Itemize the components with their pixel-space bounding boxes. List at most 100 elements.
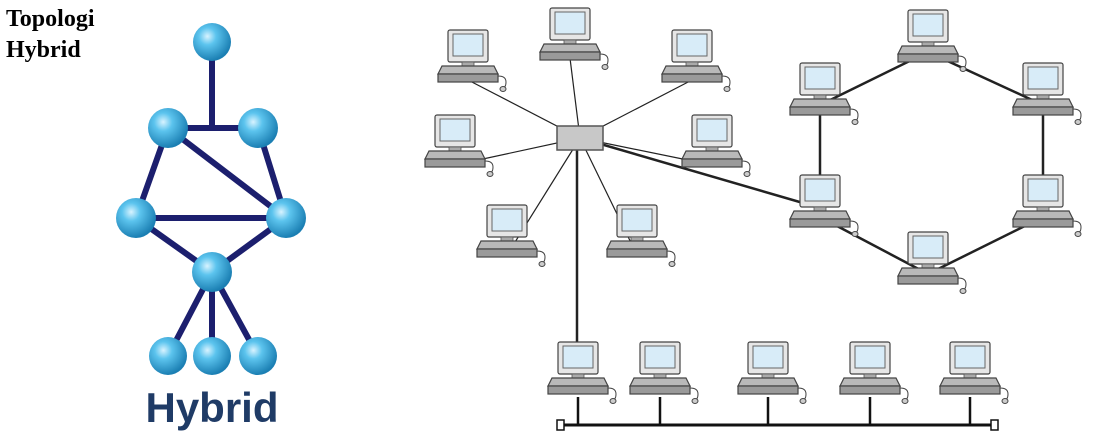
keyboard — [897, 53, 959, 63]
monitor-stand — [500, 236, 514, 242]
screen — [1027, 66, 1059, 90]
screen — [676, 33, 708, 57]
computer-case — [897, 45, 959, 55]
bus-computer — [629, 341, 699, 404]
computer-case — [737, 377, 799, 387]
mouse — [668, 261, 676, 267]
mouse — [959, 66, 967, 72]
keyboard — [1012, 106, 1074, 116]
keyboard — [629, 385, 691, 395]
ring-computer — [789, 174, 859, 237]
node-leaf-center — [193, 337, 231, 375]
icon-nodes — [116, 23, 306, 375]
screen — [854, 345, 886, 369]
node-upper-right — [238, 108, 278, 148]
mouse — [601, 64, 609, 70]
screen — [1027, 178, 1059, 202]
computer-case — [424, 150, 486, 160]
mouse — [499, 86, 507, 92]
screen — [752, 345, 784, 369]
mouse — [609, 398, 617, 404]
monitor-stand — [863, 373, 877, 379]
hub-ring-link — [579, 136, 811, 207]
star-link — [569, 57, 581, 139]
star-computer — [539, 7, 609, 70]
computer-case — [839, 377, 901, 387]
screen — [644, 345, 676, 369]
screen — [912, 13, 944, 37]
star-hub-group — [556, 125, 604, 151]
screen — [621, 208, 653, 232]
screen — [912, 235, 944, 259]
title-line-2: Hybrid — [6, 37, 81, 63]
mouse — [538, 261, 546, 267]
node-upper-left — [148, 108, 188, 148]
keyboard — [897, 275, 959, 285]
computer-case — [606, 240, 668, 250]
keyboard — [1012, 218, 1074, 228]
node-leaf-left — [149, 337, 187, 375]
node-middle-left — [116, 198, 156, 238]
screen — [954, 345, 986, 369]
keyboard — [547, 385, 609, 395]
mouse — [743, 171, 751, 177]
computer-case — [789, 210, 851, 220]
node-middle-right — [266, 198, 306, 238]
mouse — [799, 398, 807, 404]
computer-case — [939, 377, 1001, 387]
network-links — [454, 50, 1045, 346]
mouse — [901, 398, 909, 404]
screen — [439, 118, 471, 142]
screen — [554, 11, 586, 35]
page-title: Topologi Hybrid — [6, 4, 95, 66]
mouse — [1001, 398, 1009, 404]
keyboard — [476, 248, 538, 258]
bus-computer — [547, 341, 617, 404]
computer-case — [476, 240, 538, 250]
screen — [452, 33, 484, 57]
monitor-stand — [630, 236, 644, 242]
mouse — [723, 86, 731, 92]
keyboard — [939, 385, 1001, 395]
monitor-stand — [653, 373, 667, 379]
monitor-stand — [963, 373, 977, 379]
computer-case — [661, 65, 723, 75]
keyboard — [606, 248, 668, 258]
mouse — [1074, 119, 1082, 125]
monitor-stand — [1036, 206, 1050, 212]
keyboard — [539, 51, 601, 61]
keyboard — [661, 73, 723, 83]
ring-computer — [789, 62, 859, 125]
computer-case — [897, 267, 959, 277]
bus-computer — [737, 341, 807, 404]
hybrid-label: Hybrid — [145, 384, 278, 431]
star-computer — [424, 114, 494, 177]
monitor-stand — [813, 206, 827, 212]
monitor-stand — [705, 146, 719, 152]
node-leaf-right — [239, 337, 277, 375]
bus-backbone — [556, 397, 999, 431]
computer-case — [1012, 210, 1074, 220]
computer-case — [437, 65, 499, 75]
mouse — [851, 231, 859, 237]
monitor-stand — [921, 263, 935, 269]
screen — [804, 66, 836, 90]
computer-case — [539, 43, 601, 53]
star-computer — [681, 114, 751, 177]
ring-computer — [897, 9, 967, 72]
keyboard — [424, 158, 486, 168]
bus-terminator-left — [556, 419, 565, 431]
hybrid-topology-icon: Hybrid — [116, 23, 306, 431]
ring-computer — [1012, 174, 1082, 237]
star-computer — [661, 29, 731, 92]
bus-computer — [939, 341, 1009, 404]
keyboard — [789, 106, 851, 116]
computer-case — [1012, 98, 1074, 108]
node-top — [193, 23, 231, 61]
bus-terminator-right — [990, 419, 999, 431]
keyboard — [681, 158, 743, 168]
computers — [424, 7, 1082, 404]
title-line-1: Topologi — [6, 6, 95, 32]
keyboard — [737, 385, 799, 395]
